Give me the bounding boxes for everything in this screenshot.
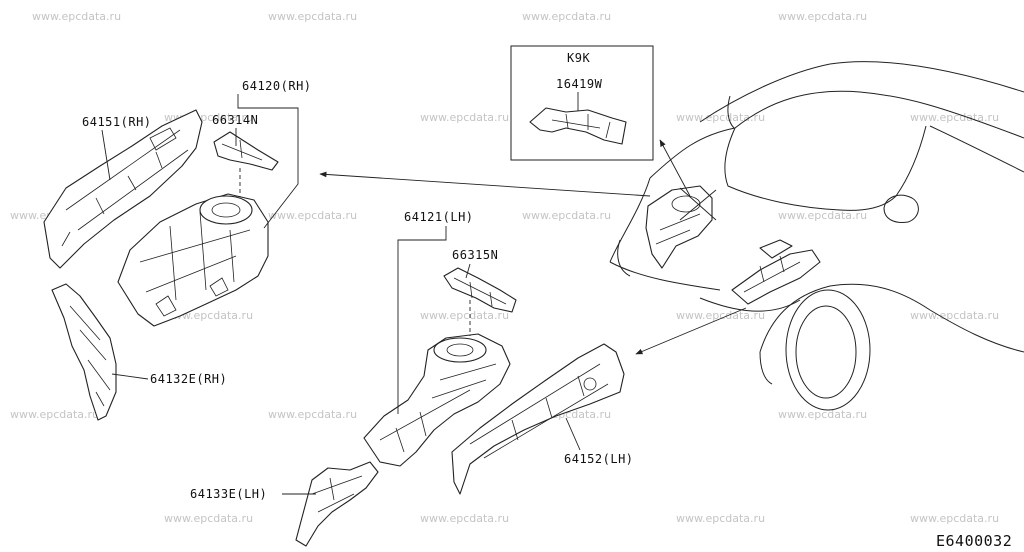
label-64133e-lh: 64133E(LH) — [190, 487, 267, 501]
watermark: www.epcdata.ru — [420, 309, 509, 322]
label-64151-rh: 64151(RH) — [82, 115, 152, 129]
part-64120-rh — [117, 193, 269, 327]
part-66314n — [213, 131, 279, 171]
watermark: www.epcdata.ru — [420, 111, 509, 124]
label-66315n: 66315N — [452, 248, 498, 262]
label-64121-lh: 64121(LH) — [404, 210, 474, 224]
watermark: www.epcdata.ru — [32, 10, 121, 23]
arrow-inset — [659, 139, 691, 197]
watermark: www.epcdata.ru — [522, 10, 611, 23]
part-64121-lh — [363, 333, 511, 467]
part-66315n — [443, 267, 517, 313]
arrow-mark — [679, 187, 717, 221]
inset-title: K9K — [567, 51, 590, 65]
watermark: www.epcdata.ru — [268, 408, 357, 421]
diagram-code: E6400032 — [936, 532, 1012, 550]
watermark: www.epcdata.ru — [676, 309, 765, 322]
part-64151-rh — [43, 109, 203, 269]
arrow-rh-group — [319, 171, 651, 197]
watermark: www.epcdata.ru — [676, 111, 765, 124]
arrow-lh-group — [635, 307, 747, 355]
inset-k9k: K9K 16419W — [510, 45, 654, 161]
part-64133e-lh — [295, 461, 379, 547]
watermark: www.epcdata.ru — [10, 408, 99, 421]
label-64132e-rh: 64132E(RH) — [150, 372, 227, 386]
watermark: www.epcdata.ru — [910, 309, 999, 322]
label-66314n: 66314N — [212, 113, 258, 127]
watermark: www.epcdata.ru — [910, 512, 999, 525]
watermark: www.epcdata.ru — [778, 209, 867, 222]
watermark: www.epcdata.ru — [164, 512, 253, 525]
label-64120-rh: 64120(RH) — [242, 79, 312, 93]
watermark: www.epcdata.ru — [522, 209, 611, 222]
part-64152-lh — [451, 343, 625, 495]
watermark: www.epcdata.ru — [676, 512, 765, 525]
watermark: www.epcdata.ru — [778, 10, 867, 23]
label-16419w: 16419W — [556, 77, 603, 91]
watermark: www.epcdata.ru — [268, 10, 357, 23]
watermark: www.epcdata.ru — [778, 408, 867, 421]
part-64132e-rh — [51, 283, 117, 421]
label-64152-lh: 64152(LH) — [564, 452, 634, 466]
watermark: www.epcdata.ru — [268, 209, 357, 222]
inset-frame — [510, 45, 654, 161]
watermark: www.epcdata.ru — [420, 512, 509, 525]
arrow-mark — [679, 189, 717, 221]
